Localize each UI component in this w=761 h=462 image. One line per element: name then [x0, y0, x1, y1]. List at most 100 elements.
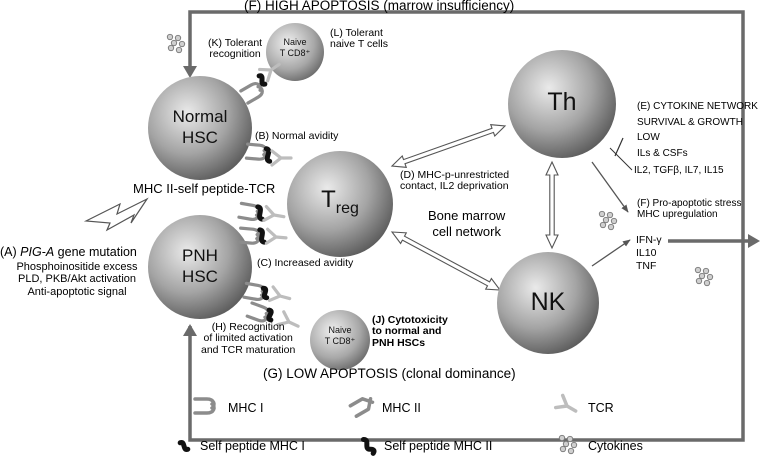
label-a-prefix: (A) — [0, 245, 21, 259]
label-j-line1: (J) Cytotoxicity — [372, 314, 448, 326]
label-h-line1: (H) Recognition — [211, 321, 285, 333]
label-d-line1: (D) MHC-p-unrestricted — [400, 169, 510, 181]
high-apoptosis-arrowhead — [183, 66, 197, 78]
nk-to-ifn-arrow — [591, 239, 631, 267]
label-j-line3: PNH HSCs — [372, 336, 426, 349]
legend-self-p-mhc1-icon — [177, 440, 191, 452]
legend-cytokines-icon — [558, 434, 578, 455]
label-c: (C) Increased avidity — [257, 257, 354, 269]
label-a-line2: PLD, PKB/Akt activation — [18, 273, 136, 286]
treg-cell — [287, 151, 393, 257]
th-to-ifn-arrow — [591, 161, 629, 213]
label-k-line2: recognition — [209, 48, 261, 61]
naive-top-label: Naive T CD8⁺ — [271, 37, 319, 60]
self-peptide-mhc-i-h2 — [266, 307, 274, 323]
legend-mhc2-icon — [348, 397, 375, 418]
normal-hsc-cell — [148, 76, 252, 180]
label-cytokine-output: IFN-γ IL10 TNF — [636, 234, 662, 273]
bone-marrow-line2: cell network — [432, 223, 501, 239]
naive-bottom-label: Naive T CD8⁺ — [316, 325, 364, 348]
legend-self-p-mhc1-label: Self peptide MHC I — [200, 439, 305, 453]
label-e-line1: (E) CYTOKINE NETWORK — [637, 101, 758, 112]
pnh-hsc-line1: PNH — [182, 246, 218, 265]
feedback-frame-line — [188, 10, 745, 442]
self-peptide-mhc-i-k — [256, 73, 268, 87]
cytokine-il10: IL10 — [636, 247, 657, 260]
th-cell — [508, 50, 616, 158]
treg-label-sub: reg — [335, 200, 359, 217]
thin-arrows — [591, 137, 633, 267]
label-a-details: Phosphoinositide excess PLD, PKB/Akt act… — [6, 261, 148, 298]
treg-th-double-arrow — [390, 124, 507, 168]
nk-cell — [497, 252, 599, 354]
cytokine-cluster-ifn — [598, 210, 618, 231]
cytokine-tnf: TNF — [636, 260, 657, 273]
label-e-line4: ILs & CSFs — [637, 147, 688, 159]
label-e-cytokines: IL2, TGFβ, IL7, IL15 — [634, 165, 724, 176]
mutation-lightning-icon — [83, 197, 149, 232]
th-label: Th — [547, 88, 577, 116]
cytokine-cluster-out — [694, 266, 714, 287]
label-bone-marrow: Bone marrow cell network — [428, 208, 505, 240]
label-f: (F) Pro-apoptotic stress MHC upregulatio… — [637, 198, 741, 221]
self-peptide-mhc-ii-c1 — [255, 204, 265, 222]
label-l-line2: naive T cells — [330, 38, 388, 51]
bone-marrow-line1: Bone marrow — [428, 208, 506, 223]
legend-tcr-label: TCR — [588, 401, 614, 415]
label-a: (A) PIG-A gene mutation — [0, 245, 137, 260]
label-h-line2: of limited activation — [203, 332, 293, 345]
label-b: (B) Normal avidity — [255, 130, 339, 142]
label-d-line2: contact, IL2 deprivation — [400, 180, 509, 193]
mhc-ii-pnh-c2 — [237, 226, 261, 245]
label-j: (J) Cytotoxicity to normal and PNH HSCs — [372, 314, 448, 349]
label-l: (L) Tolerant naive T cells — [330, 27, 388, 51]
mhc-i-normal-top — [239, 82, 264, 105]
self-peptide-mhc-ii-c2 — [257, 227, 267, 245]
label-e-line2: SURVIVAL & GROWTH — [637, 116, 743, 128]
tcr-naive-bottom-h1 — [267, 285, 292, 303]
low-apoptosis-arrowhead — [183, 324, 197, 336]
normal-hsc-label: Normal HSC — [160, 106, 240, 149]
apoptosis-feedback-loop — [183, 10, 760, 442]
normal-hsc-line1: Normal — [172, 107, 228, 126]
self-peptide-mhc-ii-b — [263, 146, 273, 164]
naive-top-line2: T CD8⁺ — [279, 48, 311, 59]
naive-bottom-line1: Naive — [328, 325, 352, 335]
receptor-complexes — [237, 62, 300, 328]
naive-tcd8-bottom-cell — [310, 310, 370, 370]
label-j-line2: to normal and — [372, 325, 442, 338]
label-d: (D) MHC-p-unrestricted contact, IL2 depr… — [400, 169, 510, 193]
label-h-line3: and TCR maturation — [201, 343, 296, 356]
self-peptide-mhc-i-h1 — [260, 285, 270, 301]
legend-mhc2-label: MHC II — [382, 401, 421, 415]
tcr-naive-top — [258, 62, 281, 83]
label-mhc-ii-tcr: MHC II-self peptide-TCR — [133, 181, 276, 196]
label-a-line1: Phosphoinositide excess — [16, 261, 138, 273]
label-k: (K) Tolerant recognition — [208, 37, 262, 61]
legend-self-p-mhc2-label: Self peptide MHC II — [384, 439, 493, 453]
naive-bottom-line2: T CD8⁺ — [324, 336, 356, 347]
cytokine-ifn: IFN-γ — [636, 234, 662, 246]
legend-icons — [177, 393, 578, 456]
th-nk-double-arrow — [545, 160, 559, 250]
low-apoptosis-banner: (G) LOW APOPTOSIS (clonal dominance) — [263, 366, 516, 381]
label-a-line3: Anti-apoptotic signal — [27, 285, 127, 298]
high-apoptosis-banner: (F) HIGH APOPTOSIS (marrow insufficiency… — [244, 0, 515, 13]
label-f-line2: MHC upregulation — [637, 208, 718, 220]
tcr-treg-c1 — [262, 204, 286, 222]
normal-hsc-line2: HSC — [182, 128, 218, 148]
legend-self-p-mhc2-icon — [360, 436, 377, 456]
cytokine-inhibition-bar — [614, 137, 624, 157]
legend-mhc1-label: MHC I — [228, 401, 264, 415]
cytokine-clusters — [166, 33, 714, 287]
mhc-ii-normal-b — [244, 142, 268, 161]
label-e: (E) CYTOKINE NETWORK SURVIVAL & GROWTH L… — [637, 99, 758, 161]
label-e-line3: LOW — [637, 132, 660, 143]
treg-label: Treg — [300, 186, 380, 218]
pnh-hsc-line2: HSC — [182, 267, 218, 287]
cytokine-cluster-top — [166, 33, 186, 54]
label-a-gene: PIG-A — [20, 245, 55, 259]
legend-mhc1-icon — [193, 397, 216, 415]
